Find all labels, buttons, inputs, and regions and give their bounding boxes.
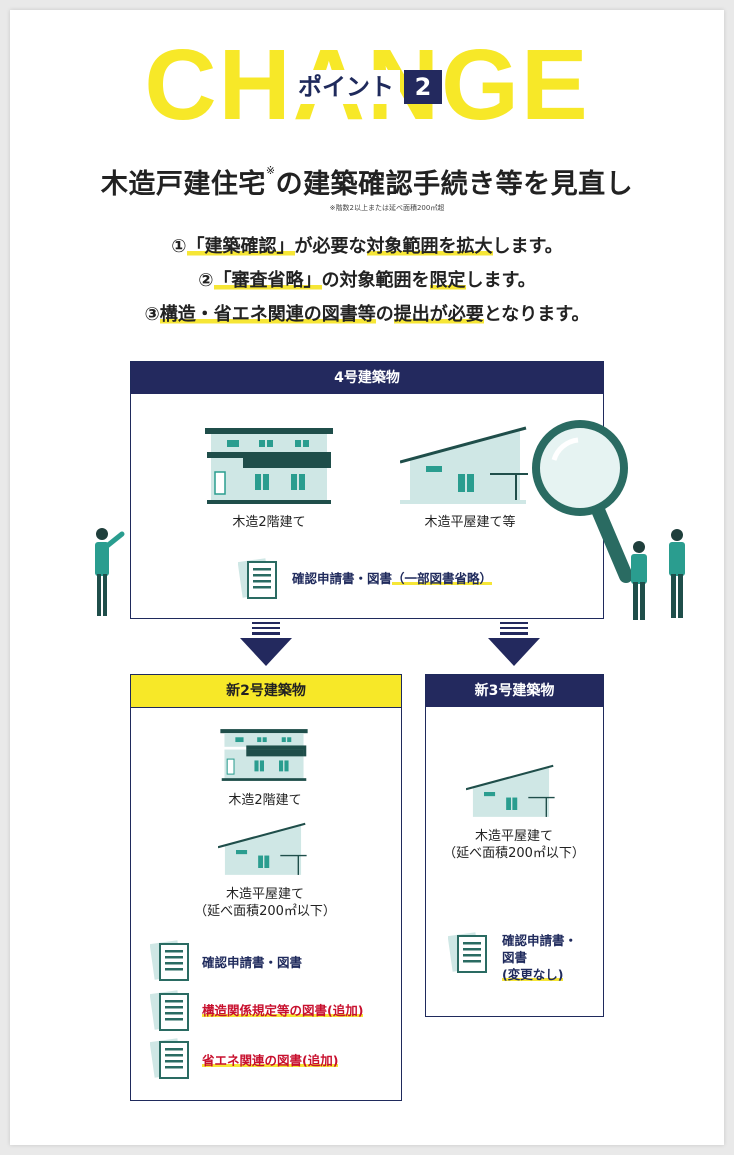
one-story-house-icon — [218, 822, 307, 875]
caption-line: 木造平屋建て — [225, 887, 304, 902]
point-text: します。 — [465, 270, 536, 291]
document-icon — [150, 1038, 189, 1079]
point-prefix: ② — [198, 270, 214, 291]
new3-house-caption: 木造平屋建て （延べ面積200㎡以下） — [430, 828, 598, 862]
doc-label-text: 確認申請書・図書 — [292, 571, 393, 586]
doc-label-text: 図書 — [502, 950, 528, 965]
headline-mark: ※ — [265, 164, 276, 177]
point-text-hl: 構造・省エネ関連の図書等 — [159, 304, 376, 325]
point-text-hl: 「審査省略」 — [213, 270, 322, 291]
headline-note: ※階数2以上または延べ面積200㎡超 — [329, 204, 445, 212]
point-text-hl: 提出が必要 — [393, 304, 484, 325]
new2-house2-caption: 木造平屋建て （延べ面積200㎡以下） — [180, 886, 350, 920]
box-4gou-title: 4号建築物 — [131, 362, 603, 394]
person-standing-icon — [669, 529, 685, 618]
doc-label-hl: 省エネ関連の図書(追加) — [202, 1053, 339, 1068]
person-standing-icon — [631, 541, 647, 620]
new3-doc-label: 確認申請書・図書 (変更なし) — [502, 932, 577, 983]
point-prefix: ① — [171, 236, 187, 257]
caption-line: （延べ面積200㎡以下） — [194, 904, 336, 919]
arrow-down-icon — [240, 622, 292, 666]
headline: 木造戸建住宅※の建築確認手続き等を見直し — [0, 162, 734, 201]
box-4gou: 4号建築物 — [130, 361, 604, 619]
point-line-2: ②「審査省略」の対象範囲を限定します。 — [0, 266, 734, 292]
one-story-house-icon — [400, 426, 528, 504]
point-prefix: ③ — [144, 304, 160, 325]
house2-caption: 木造平屋建て等 — [424, 515, 516, 530]
document-icon — [238, 558, 277, 599]
point-text-hl: 「建築確認」 — [186, 236, 295, 257]
doc-label-text: 確認申請書・ — [502, 933, 578, 948]
point-text: します。 — [492, 236, 563, 257]
point-text-hl: 対象範囲を拡大 — [366, 236, 493, 257]
document-icon — [150, 990, 189, 1031]
caption-line: 木造平屋建て — [474, 829, 553, 844]
point-line-3: ③構造・省エネ関連の図書等の提出が必要となります。 — [0, 300, 734, 326]
new2-house1-caption: 木造2階建て — [228, 793, 302, 808]
caption-line: （延べ面積200㎡以下） — [443, 846, 585, 861]
new2-doc1-label: 確認申請書・図書 — [202, 955, 303, 970]
point-text: の — [375, 304, 394, 325]
doc-label-hl: （一部図書省略） — [392, 571, 493, 586]
document-icon — [448, 932, 487, 973]
person-pointing-icon — [95, 528, 125, 616]
document-icon — [150, 940, 189, 981]
point-text: の対象範囲を — [321, 270, 430, 291]
point-text: が必要な — [294, 236, 367, 257]
headline-rest: の建築確認手続き等を見直し — [275, 169, 634, 200]
point-line-1: ①「建築確認」が必要な対象範囲を拡大します。 — [0, 232, 734, 258]
one-story-house-icon — [466, 764, 555, 817]
two-story-house-icon — [205, 428, 333, 504]
doc-label-hl: (変更なし) — [502, 967, 564, 982]
two-story-house-icon — [220, 729, 308, 781]
arrow-down-icon — [488, 622, 540, 666]
point-label: ポイント — [292, 70, 400, 104]
magnifier-icon — [532, 420, 633, 583]
point-text: となります。 — [483, 304, 590, 325]
new2-doc3-label: 省エネ関連の図書(追加) — [202, 1052, 339, 1069]
new2-doc2-label: 構造関係規定等の図書(追加) — [202, 1002, 364, 1019]
box-new3gou-title: 新3号建築物 — [426, 675, 603, 707]
headline-main: 木造戸建住宅 — [100, 169, 266, 200]
doc-label-top: 確認申請書・図書（一部図書省略） — [292, 570, 493, 587]
doc-label-hl: 構造関係規定等の図書(追加) — [202, 1003, 364, 1018]
house1-caption: 木造2階建て — [232, 515, 306, 530]
point-number: 2 — [404, 70, 442, 104]
box-new2gou-title: 新2号建築物 — [131, 675, 401, 708]
point-text-hl: 限定 — [429, 270, 466, 291]
